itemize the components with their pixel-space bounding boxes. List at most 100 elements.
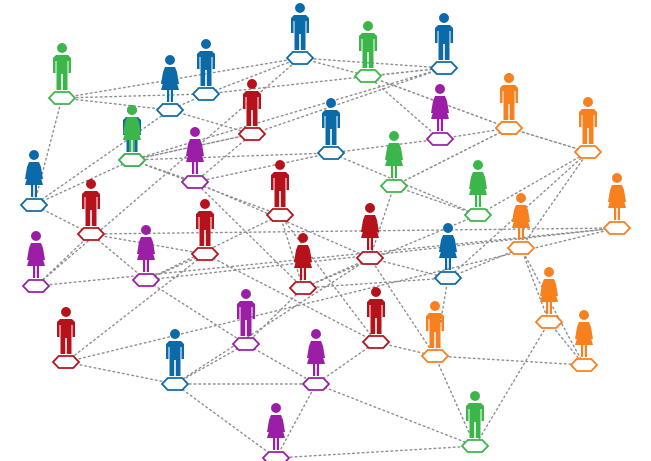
person-head <box>371 287 381 297</box>
connection-line <box>508 127 589 153</box>
person-body <box>197 51 215 86</box>
person-head <box>430 301 440 311</box>
person-head <box>275 160 285 170</box>
person-head <box>165 55 175 65</box>
person-body <box>25 162 43 197</box>
connection-line <box>315 383 476 447</box>
connection-line <box>174 343 247 385</box>
person-body <box>186 139 204 174</box>
hexagon-base <box>355 251 385 265</box>
person-body <box>307 341 325 376</box>
person-body <box>57 319 75 354</box>
person-body <box>361 215 379 250</box>
connection-line <box>90 233 147 281</box>
connection-line <box>520 151 589 249</box>
person-body <box>243 91 261 126</box>
person-body <box>466 403 484 438</box>
person-head <box>389 131 399 141</box>
connection-line <box>145 279 247 345</box>
connection-line <box>434 355 476 447</box>
connection-line <box>508 127 589 153</box>
man-icon <box>160 329 190 391</box>
person-head <box>141 225 151 235</box>
connection-line <box>33 109 171 206</box>
man-icon <box>494 73 524 135</box>
person-head <box>504 73 514 83</box>
connection-line <box>194 152 332 183</box>
person-body <box>435 25 453 60</box>
connection-line <box>393 185 479 216</box>
connection-line <box>477 151 589 216</box>
connection-line <box>369 185 395 259</box>
connection-line <box>275 383 317 459</box>
person-head <box>363 21 373 31</box>
person-body <box>291 15 309 50</box>
hexagon-base <box>47 91 77 105</box>
person-head <box>326 98 336 108</box>
connection-line <box>330 138 441 154</box>
person-head <box>443 223 453 233</box>
connection-line <box>205 67 445 95</box>
person-body <box>426 313 444 348</box>
person-head <box>470 391 480 401</box>
connection-line <box>174 257 371 385</box>
hexagon-base <box>231 337 261 351</box>
hexagon-base <box>285 51 315 65</box>
person-head <box>473 160 483 170</box>
man-icon <box>190 199 220 261</box>
person-body <box>161 67 179 102</box>
person-head <box>439 13 449 23</box>
connection-line <box>393 127 510 187</box>
connection-line <box>131 152 332 161</box>
person-head <box>612 173 622 183</box>
man-icon <box>460 391 490 453</box>
connection-line <box>145 214 281 281</box>
person-body <box>385 143 403 178</box>
person-body <box>500 85 518 120</box>
man-icon <box>47 43 77 105</box>
person-head <box>516 193 526 203</box>
person-body <box>469 172 487 207</box>
connection-line <box>520 247 550 323</box>
person-head <box>61 307 71 317</box>
connection-line <box>302 214 479 289</box>
hexagon-base <box>463 208 493 222</box>
man-icon <box>191 39 221 101</box>
hexagon-base <box>117 153 147 167</box>
person-head <box>57 43 67 53</box>
hexagon-base <box>160 377 190 391</box>
hexagon-base <box>21 279 51 293</box>
connection-line <box>369 257 436 357</box>
connection-line <box>131 133 253 161</box>
hexagon-base <box>506 241 536 255</box>
connection-line <box>245 287 304 345</box>
person-body <box>359 33 377 68</box>
man-icon <box>429 13 459 75</box>
hexagon-base <box>76 227 106 241</box>
woman-icon <box>425 84 455 146</box>
woman-icon <box>19 150 49 212</box>
hexagon-base <box>131 273 161 287</box>
man-icon <box>51 307 81 369</box>
person-body <box>512 205 530 240</box>
hexagon-base <box>237 127 267 141</box>
person-body <box>137 237 155 272</box>
person-body <box>322 110 340 145</box>
woman-icon <box>602 173 632 235</box>
hexagon-base <box>19 198 49 212</box>
person-head <box>201 39 211 49</box>
person-body <box>196 211 214 246</box>
person-head <box>583 97 593 107</box>
people-nodes <box>19 3 632 461</box>
man-icon <box>573 97 603 159</box>
person-body <box>540 279 558 314</box>
connection-line <box>434 355 585 366</box>
person-head <box>31 231 41 241</box>
person-body <box>431 96 449 131</box>
person-head <box>271 403 281 413</box>
connection-line <box>279 214 304 289</box>
connection-line <box>245 343 317 385</box>
man-icon <box>265 160 295 222</box>
person-head <box>86 179 96 189</box>
